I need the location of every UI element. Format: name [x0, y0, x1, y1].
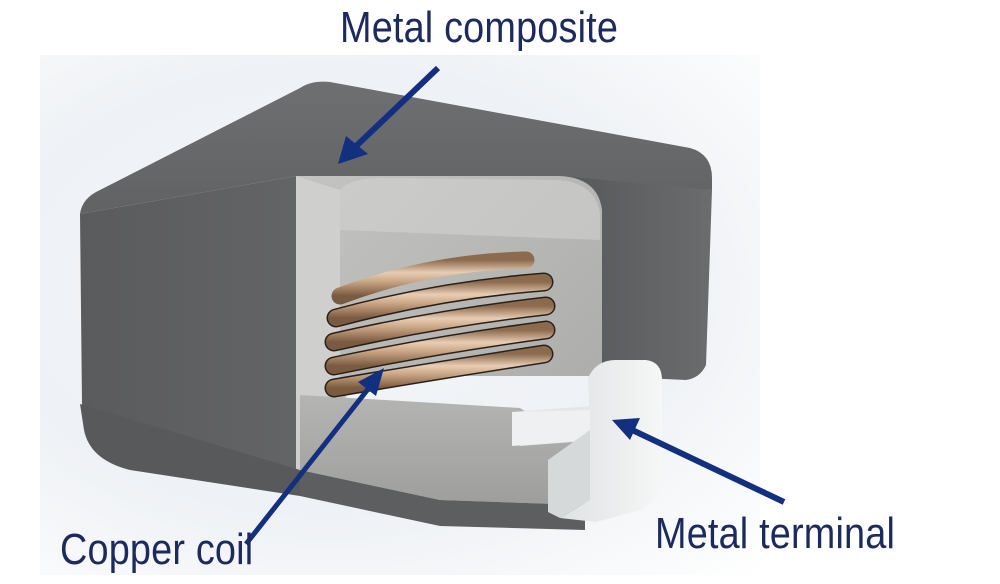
body-front-face	[80, 176, 296, 470]
arrow-to-terminal-icon	[612, 418, 786, 505]
label-metal-terminal: Metal terminal	[655, 509, 896, 558]
copper-coil	[324, 251, 556, 398]
arrow-to-body-icon	[338, 65, 441, 164]
label-metal-composite: Metal composite	[340, 3, 619, 52]
metal-terminal	[512, 360, 662, 522]
label-copper-coil: Copper coil	[60, 525, 254, 574]
arrow-to-coil-icon	[244, 368, 384, 546]
